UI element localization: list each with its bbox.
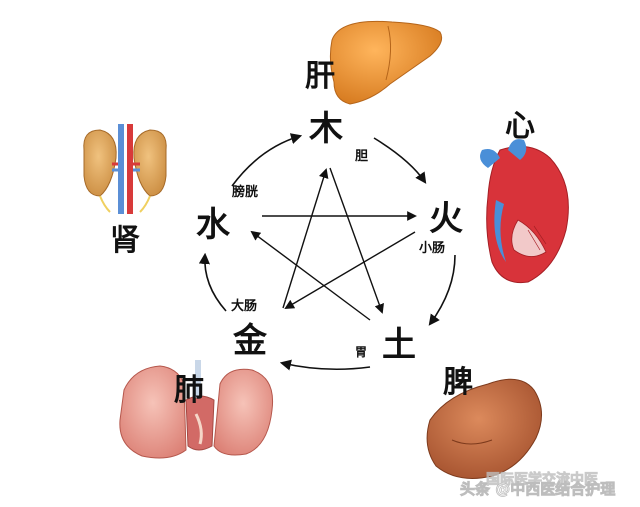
arrow-metal-to-wood (282, 168, 329, 309)
heart-illustration (480, 139, 569, 284)
arrow-water-to-wood (231, 133, 303, 187)
arrow-fire-to-metal (284, 231, 416, 309)
element-metal: 金 (232, 321, 268, 361)
watermark-line2: 头条 @中西医结合护理 (460, 480, 615, 498)
fu-small-intestine: 小肠 (419, 241, 445, 256)
fu-bladder: 膀胱 (231, 184, 258, 200)
liver-illustration (329, 20, 443, 105)
arrow-metal-to-water (198, 252, 227, 312)
fu-gallbladder: 胆 (355, 149, 368, 164)
element-wood: 木 (308, 109, 343, 149)
lung-illustration (119, 360, 274, 459)
arrow-fire-to-earth (428, 254, 456, 326)
fu-large-intestine: 大肠 (231, 298, 257, 314)
kidney-illustration (83, 124, 167, 214)
element-fire: 火 (429, 199, 463, 239)
fu-stomach: 胃 (355, 345, 367, 359)
organ-kidney: 肾 (110, 223, 140, 258)
watermark: 国际医学交流中医 头条 @中西医结合护理 (460, 471, 616, 499)
organ-lung: 肺 (174, 373, 204, 408)
element-earth: 土 (382, 325, 416, 365)
element-water: 水 (196, 205, 231, 245)
generating-cycle (198, 133, 456, 371)
arrow-earth-to-water (250, 230, 371, 321)
arrow-wood-to-fire (373, 137, 427, 184)
organ-liver: 肝 (305, 59, 335, 94)
arrow-earth-to-metal (279, 359, 371, 371)
controlling-cycle (250, 167, 417, 321)
organ-heart: 心 (505, 109, 535, 144)
arrow-wood-to-earth (329, 167, 384, 314)
spleen-illustration (426, 378, 542, 479)
organ-spleen: 脾 (443, 365, 473, 400)
watermark-line1: 国际医学交流中医 (486, 471, 598, 488)
